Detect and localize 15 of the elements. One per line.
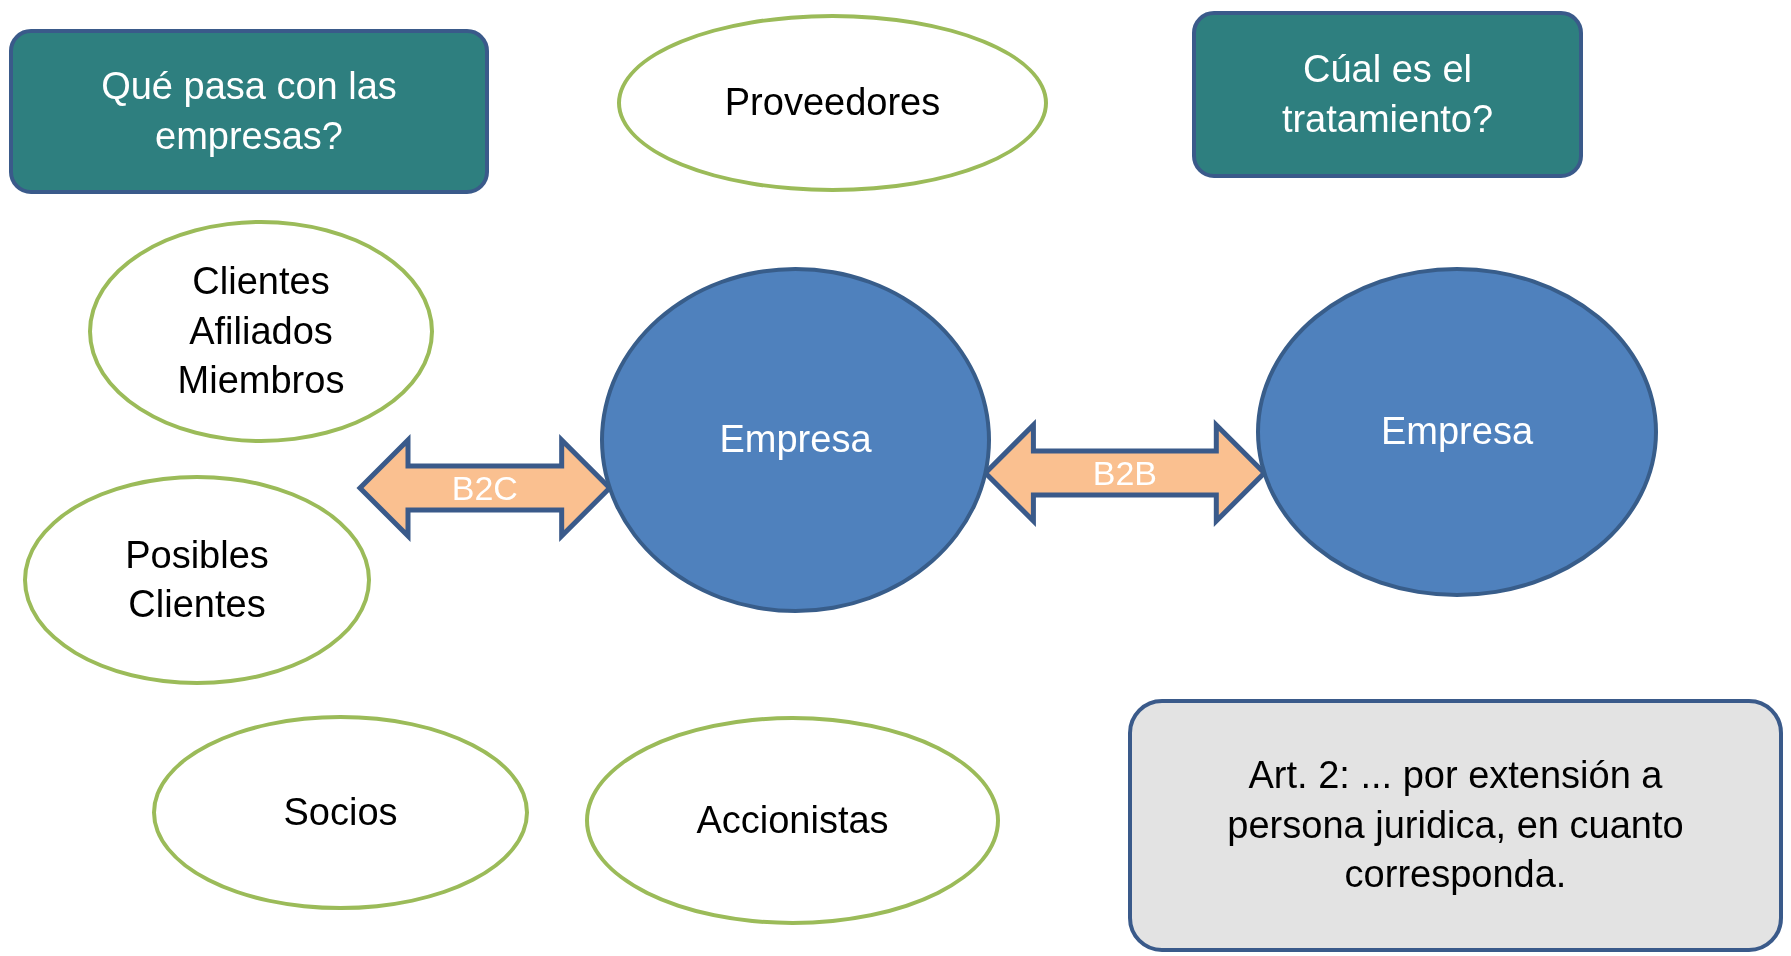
node-label: Proveedores (724, 80, 941, 126)
question-box (1192, 11, 1583, 178)
node-label: Qué pasa con las empresas? (100, 64, 398, 159)
node-label: Accionistas (696, 797, 889, 843)
node-label: Socios (283, 789, 398, 835)
node-label: Cúal es el tratamiento? (1280, 47, 1495, 142)
edge-label: B2B (1092, 453, 1157, 493)
node-label: Art. 2: ... por extensión a persona juridica, en cuanto corresponda. (1226, 753, 1685, 898)
node-label: Clientes Afiliados Miembros (176, 259, 346, 404)
node-label: Empresa (1380, 409, 1534, 455)
node-label: Posibles Clientes (124, 532, 270, 627)
question-box (9, 29, 489, 194)
note-box (1128, 699, 1783, 952)
edge-label: B2C (451, 468, 518, 508)
node-label: Empresa (719, 417, 872, 463)
